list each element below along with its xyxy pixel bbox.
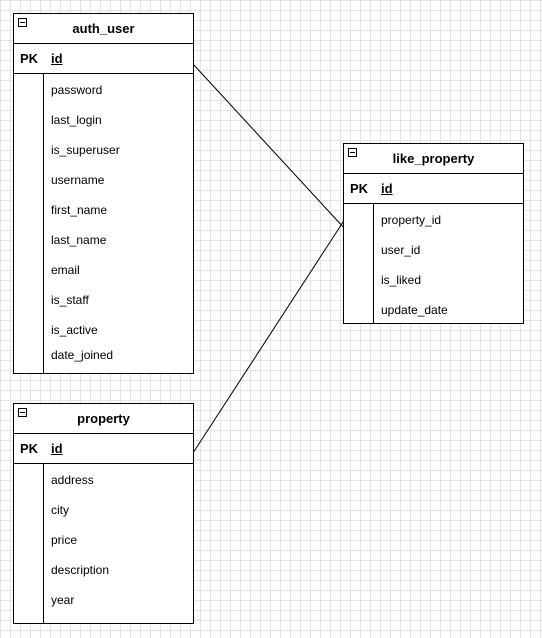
key-column-divider — [43, 74, 44, 373]
table-header[interactable]: auth_user — [14, 14, 193, 44]
key-column-divider — [43, 464, 44, 623]
field-price[interactable]: price — [51, 533, 78, 547]
primary-key-row[interactable]: PK id — [14, 44, 193, 74]
pk-field: id — [381, 181, 393, 196]
key-column-divider — [373, 204, 374, 323]
field-update-date[interactable]: update_date — [381, 303, 448, 317]
pk-field: id — [51, 441, 63, 456]
pk-label: PK — [20, 441, 39, 456]
pk-label: PK — [350, 181, 369, 196]
field-username[interactable]: username — [51, 173, 105, 187]
table-title: property — [77, 411, 130, 426]
primary-key-row[interactable]: PK id — [344, 174, 523, 204]
table-title: auth_user — [72, 21, 135, 36]
table-like-property[interactable]: like_property PK id property_id user_id … — [343, 143, 524, 324]
field-is-superuser[interactable]: is_superuser — [51, 143, 120, 157]
field-property-id[interactable]: property_id — [381, 213, 442, 227]
relation-property-to-like-property — [192, 218, 346, 454]
field-is-active[interactable]: is_active — [51, 323, 98, 337]
pk-label: PK — [20, 51, 39, 66]
field-description[interactable]: description — [51, 563, 110, 577]
field-last-name[interactable]: last_name — [51, 233, 107, 247]
field-city[interactable]: city — [51, 503, 69, 517]
field-address[interactable]: address — [51, 473, 94, 487]
pk-field: id — [51, 51, 63, 66]
relation-auth-user-to-like-property — [192, 63, 346, 230]
table-header[interactable]: like_property — [344, 144, 523, 174]
field-user-id[interactable]: user_id — [381, 243, 421, 257]
table-property[interactable]: property PK id address city price descri… — [13, 403, 194, 624]
field-password[interactable]: password — [51, 83, 103, 97]
collapse-icon[interactable] — [348, 148, 357, 157]
field-first-name[interactable]: first_name — [51, 203, 108, 217]
table-header[interactable]: property — [14, 404, 193, 434]
collapse-icon[interactable] — [18, 408, 27, 417]
field-last-login[interactable]: last_login — [51, 113, 102, 127]
table-auth-user[interactable]: auth_user PK id password last_login is_s… — [13, 13, 194, 374]
field-is-liked[interactable]: is_liked — [381, 273, 422, 287]
field-email[interactable]: email — [51, 263, 80, 277]
collapse-icon[interactable] — [18, 18, 27, 27]
primary-key-row[interactable]: PK id — [14, 434, 193, 464]
field-date-joined[interactable]: date_joined — [51, 348, 114, 362]
table-title: like_property — [392, 151, 475, 166]
field-is-staff[interactable]: is_staff — [51, 293, 89, 307]
field-year[interactable]: year — [51, 593, 75, 607]
